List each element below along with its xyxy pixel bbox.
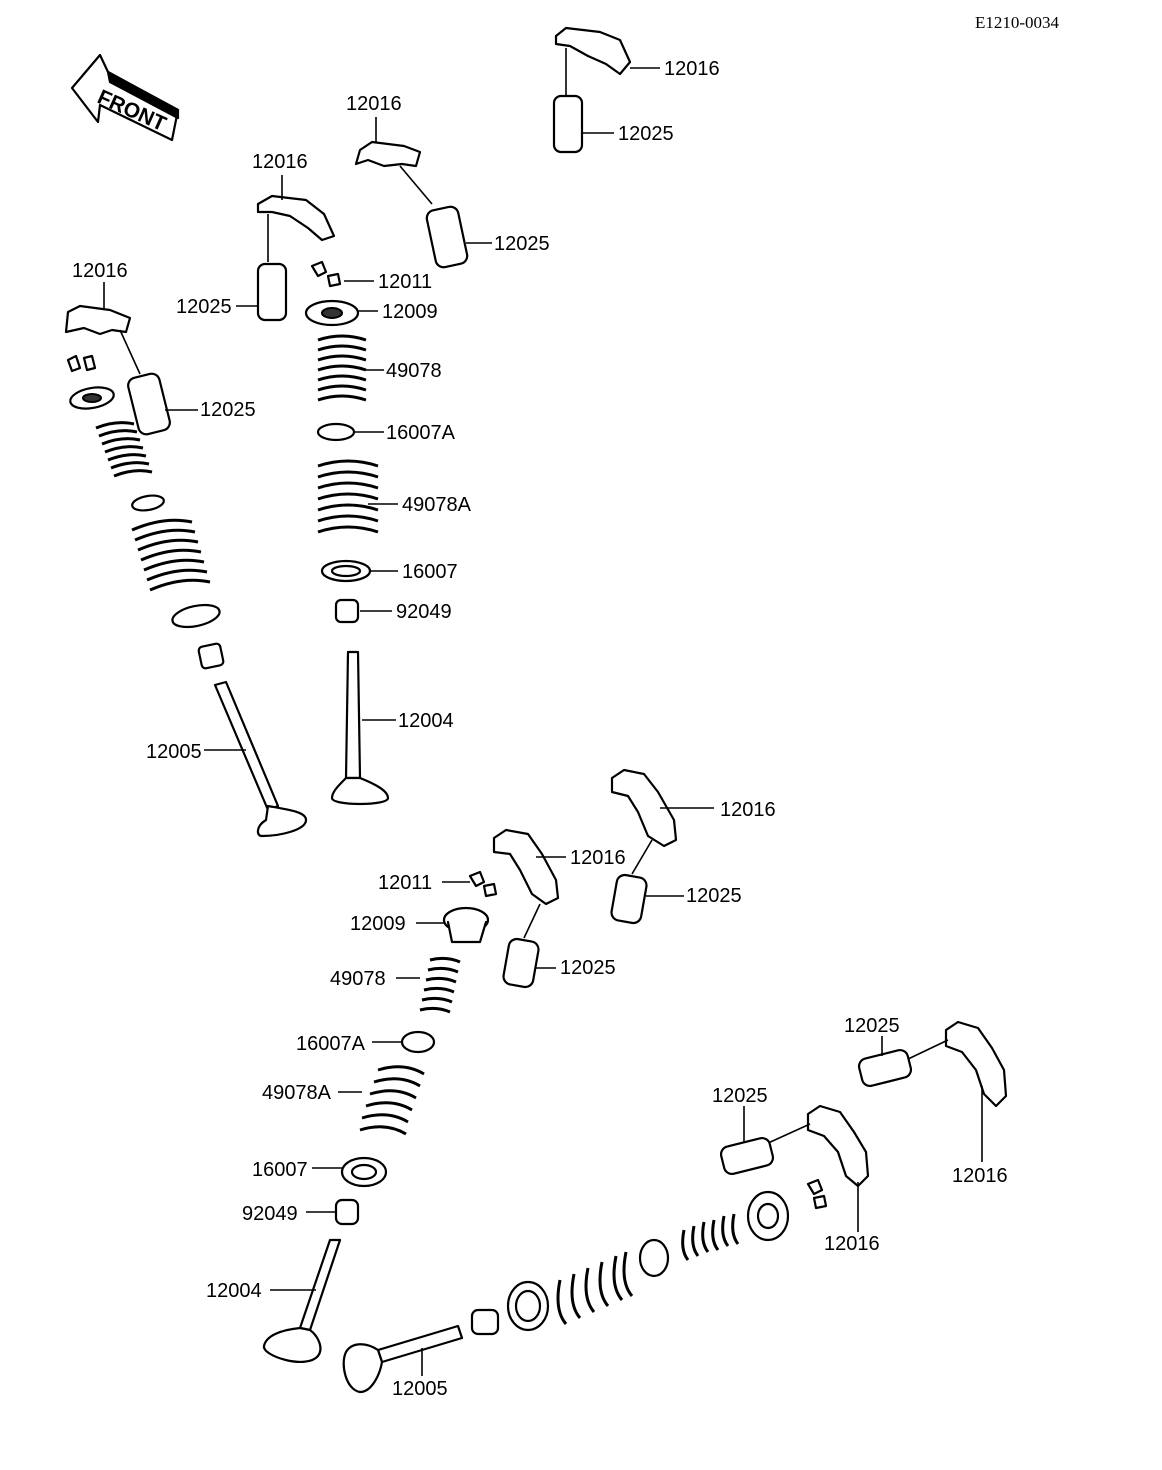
label-12005: 12005 xyxy=(392,1378,448,1400)
label-16007: 16007 xyxy=(402,561,458,583)
label-12016: 12016 xyxy=(952,1165,1008,1187)
label-12016: 12016 xyxy=(252,151,308,173)
label-12025: 12025 xyxy=(200,399,256,421)
label-92049: 92049 xyxy=(242,1203,298,1225)
label-49078A: 49078A xyxy=(262,1082,332,1104)
label-12016: 12016 xyxy=(72,260,128,282)
spring-inner-bottom xyxy=(681,1213,740,1261)
label-12004: 12004 xyxy=(206,1280,262,1302)
spring-outer-bottom xyxy=(556,1251,634,1325)
valve-group-lower-center xyxy=(262,768,714,1363)
label-12016: 12016 xyxy=(664,58,720,80)
label-12016: 12016 xyxy=(346,93,402,115)
label-12004: 12004 xyxy=(398,710,454,732)
label-12025: 12025 xyxy=(176,296,232,318)
valve-group-bottom xyxy=(342,1020,1008,1394)
front-arrow: FRONT xyxy=(70,53,180,142)
label-12025: 12025 xyxy=(712,1085,768,1107)
spring-49078A-lower xyxy=(359,1065,425,1136)
label-49078: 49078 xyxy=(330,968,386,990)
part-labels: 12016 12025 12016 12025 12016 12011 1202… xyxy=(72,58,1008,1400)
label-16007A: 16007A xyxy=(386,422,456,444)
spring-outer-left xyxy=(131,518,211,592)
label-12025: 12025 xyxy=(844,1015,900,1037)
label-16007A: 16007A xyxy=(296,1033,366,1055)
label-12005: 12005 xyxy=(146,741,202,763)
valve-12005-bottom xyxy=(342,1324,464,1394)
valve-12004-lower xyxy=(262,1238,342,1363)
label-12009: 12009 xyxy=(350,913,406,935)
label-92049: 92049 xyxy=(396,601,452,623)
diagram-ref: E1210-0034 xyxy=(975,13,1060,32)
valve-group-left xyxy=(64,282,308,838)
label-49078A: 49078A xyxy=(402,494,472,516)
label-12016: 12016 xyxy=(720,799,776,821)
spring-49078A-upper xyxy=(317,459,379,534)
label-12011: 12011 xyxy=(378,872,432,894)
label-12025: 12025 xyxy=(618,123,674,145)
valve-12005-left xyxy=(213,680,308,838)
label-12016: 12016 xyxy=(824,1233,880,1255)
label-49078: 49078 xyxy=(386,360,442,382)
valve-group-upper-center xyxy=(236,26,660,806)
spring-49078-lower xyxy=(419,956,461,1014)
spring-49078-upper xyxy=(317,334,367,402)
label-12025: 12025 xyxy=(686,885,742,907)
valve-12004-upper xyxy=(330,650,390,806)
label-12025: 12025 xyxy=(494,233,550,255)
label-12016: 12016 xyxy=(570,847,626,869)
label-12011: 12011 xyxy=(378,271,432,293)
label-12025: 12025 xyxy=(560,957,616,979)
label-16007: 16007 xyxy=(252,1159,308,1181)
spring-inner-left xyxy=(95,421,153,478)
label-12009: 12009 xyxy=(382,301,438,323)
